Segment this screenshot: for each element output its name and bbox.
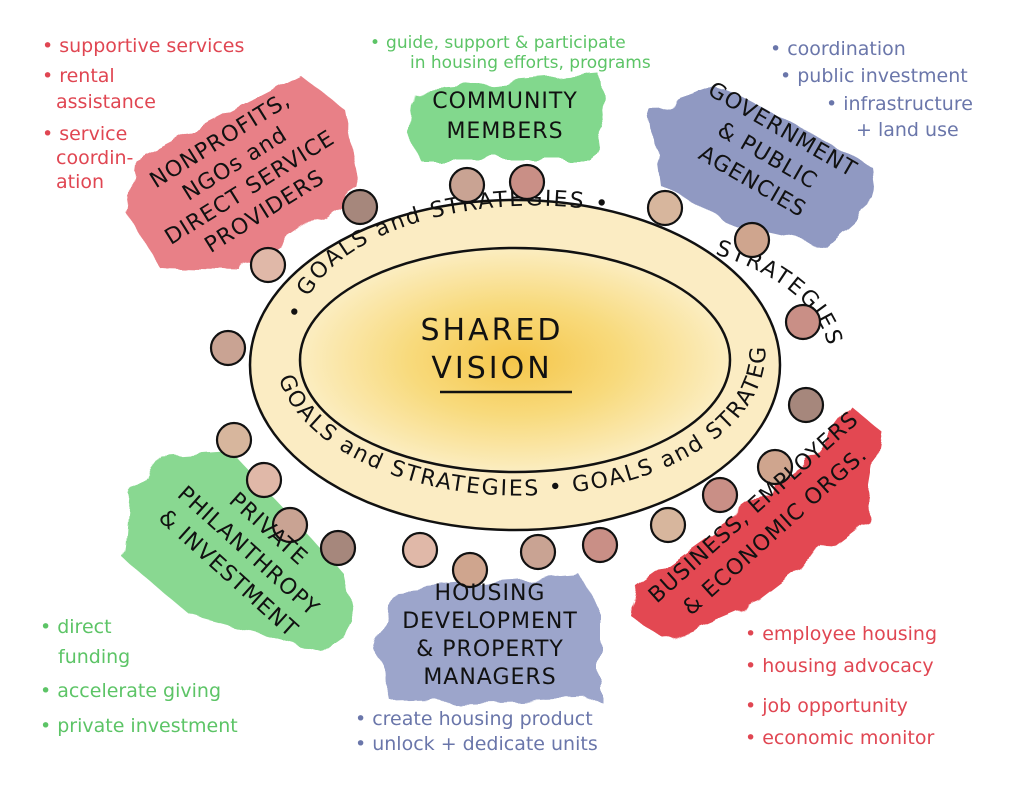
- housing-blob: [375, 575, 600, 705]
- community-label-line2: MEMBERS: [446, 119, 563, 144]
- seats: [209, 163, 825, 589]
- nonprofits-note-4: •service: [42, 123, 127, 145]
- philanthropy-note-1: •direct: [40, 616, 112, 638]
- seat-circle: [245, 461, 283, 499]
- government-note-3: •infrastructure: [826, 93, 973, 115]
- seat-circle: [341, 188, 379, 226]
- seat-circle: [519, 533, 557, 571]
- center-title-line2: VISION: [431, 351, 552, 386]
- seat-circle: [215, 421, 253, 459]
- seat-circle: [271, 506, 309, 544]
- seat-circle: [733, 221, 771, 259]
- business-note-4: •economic monitor: [745, 727, 934, 749]
- housing-note-1: •create housing product: [355, 708, 593, 730]
- side-notes: •supportive services •rental assistance …: [40, 33, 973, 755]
- community-note-1: •guide, support & participate: [370, 33, 626, 53]
- nonprofits-note-1: •supportive services: [42, 35, 244, 57]
- seat-circle: [581, 526, 619, 564]
- housing-label-line2: DEVELOPMENT: [402, 609, 578, 634]
- seat-circle: [508, 163, 546, 201]
- housing-label-line4: MANAGERS: [423, 665, 556, 690]
- seat-circle: [448, 166, 486, 204]
- government-notes: •coordination •public investment •infras…: [770, 38, 973, 141]
- seat-circle: [756, 448, 794, 486]
- philanthropy-blob: [125, 450, 355, 650]
- philanthropy-note-2: funding: [58, 646, 130, 668]
- business-blob: [630, 405, 880, 640]
- government-blob: [650, 85, 875, 245]
- seat-circle: [451, 551, 489, 589]
- housing-notes: •create housing product •unlock + dedica…: [355, 708, 598, 755]
- business-note-1: •employee housing: [745, 623, 937, 645]
- philanthropy-notes: •direct funding •accelerate giving •priv…: [40, 616, 238, 737]
- nonprofits-blob: [128, 75, 360, 270]
- community-blob: [405, 75, 605, 160]
- business-notes: •employee housing •housing advocacy •job…: [745, 623, 937, 749]
- nonprofits-notes: •supportive services •rental assistance …: [42, 35, 244, 193]
- nonprofits-note-5: coordin-: [56, 147, 133, 169]
- business-note-3: •job opportunity: [745, 695, 908, 717]
- seat-circle: [646, 189, 684, 227]
- nonprofits-note-6: ation: [56, 171, 104, 193]
- seat-circle: [649, 506, 687, 544]
- philanthropy-note-4: •private investment: [40, 715, 238, 737]
- seat-circle: [249, 246, 287, 284]
- shared-vision-ellipse: [248, 198, 782, 532]
- government-note-1: •coordination: [770, 38, 906, 60]
- seat-circle: [319, 529, 357, 567]
- seat-circle: [784, 303, 822, 341]
- housing-label-line1: HOUSING: [435, 581, 546, 606]
- seat-circle: [701, 476, 739, 514]
- center-title-line1: SHARED: [420, 313, 563, 348]
- housing-label-line3: & PROPERTY: [416, 637, 564, 662]
- housing-note-2: •unlock + dedicate units: [355, 733, 598, 755]
- seat-circle: [787, 386, 825, 424]
- government-note-4: + land use: [856, 119, 959, 141]
- government-note-2: •public investment: [780, 65, 968, 87]
- philanthropy-note-3: •accelerate giving: [40, 680, 221, 702]
- seat-circle: [401, 531, 439, 569]
- community-notes: •guide, support & participate in housing…: [370, 33, 651, 73]
- business-note-2: •housing advocacy: [745, 655, 934, 677]
- nonprofits-note-3: assistance: [56, 91, 156, 113]
- nonprofits-note-2: •rental: [42, 65, 115, 87]
- seat-circle: [209, 329, 247, 367]
- community-note-2: in housing efforts, programs: [410, 53, 651, 73]
- community-label-line1: COMMUNITY: [432, 89, 578, 114]
